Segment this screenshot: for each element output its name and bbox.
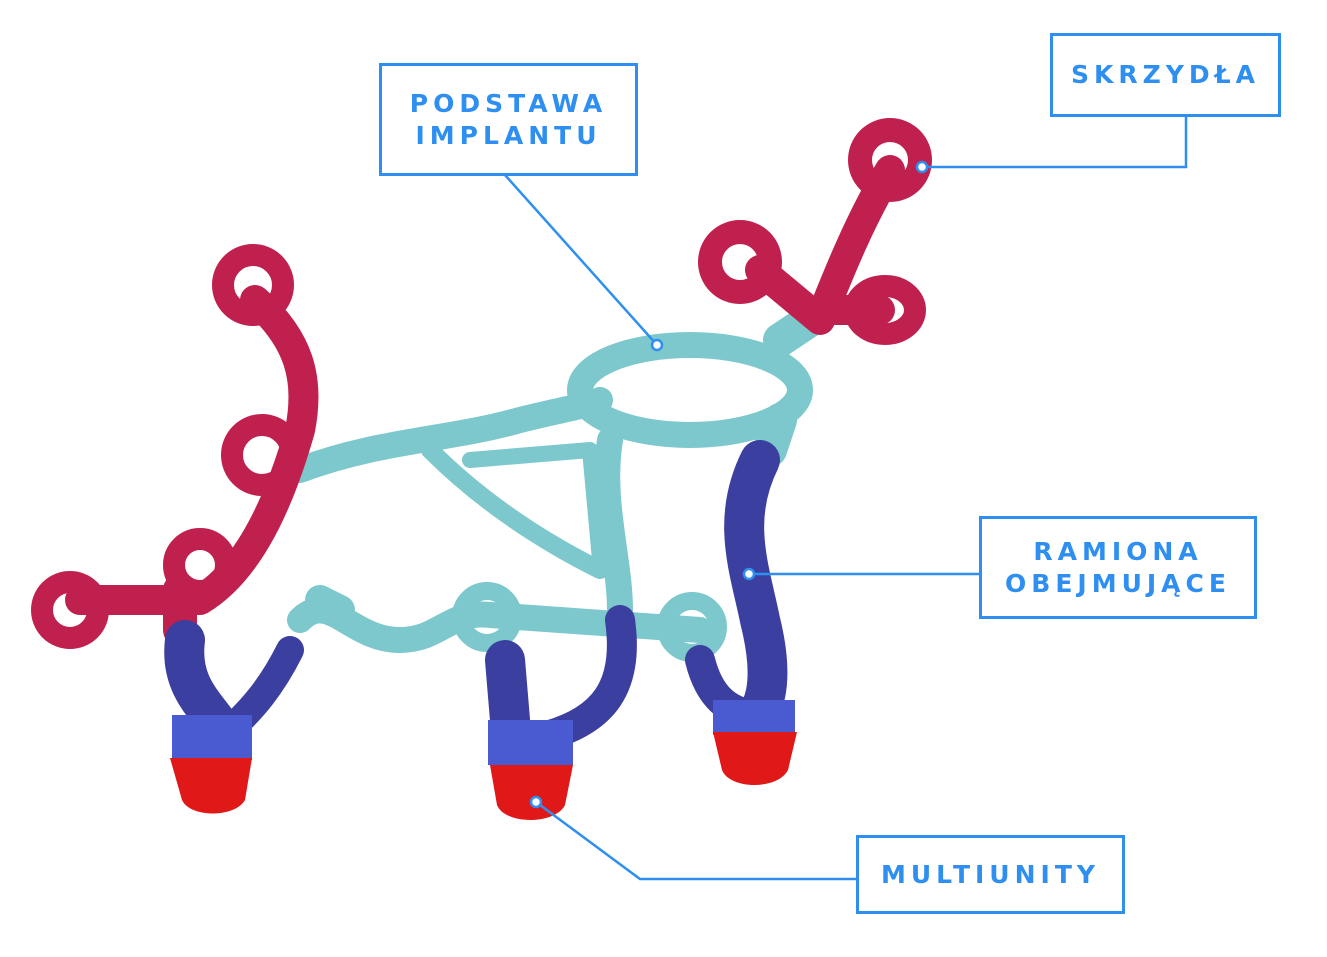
label-multiunits-text: MULTIUNITY xyxy=(880,859,1100,889)
label-wings-text: SKRZYDŁA xyxy=(1070,60,1260,89)
label-base: PODSTAWA IMPLANTU xyxy=(379,63,638,176)
leader-lines xyxy=(504,116,1188,881)
label-arms: RAMIONA OBEJMUJĄCE xyxy=(979,516,1257,619)
leader-wings xyxy=(922,116,1188,169)
label-base-line2: IMPLANTU xyxy=(415,120,602,150)
label-arms-line2: OBEJMUJĄCE xyxy=(1005,568,1231,598)
leader-base xyxy=(504,174,658,346)
implant-base xyxy=(287,303,827,662)
leader-dots xyxy=(529,160,929,809)
label-base-line1: PODSTAWA xyxy=(409,88,608,118)
implant-multiunits xyxy=(170,700,797,820)
label-multiunits: MULTIUNITY xyxy=(856,835,1125,914)
label-arms-line1: RAMIONA xyxy=(1033,536,1203,566)
label-wings: SKRZYDŁA xyxy=(1050,33,1281,117)
implant-arms xyxy=(164,440,788,750)
leader-multiunits xyxy=(535,800,856,881)
